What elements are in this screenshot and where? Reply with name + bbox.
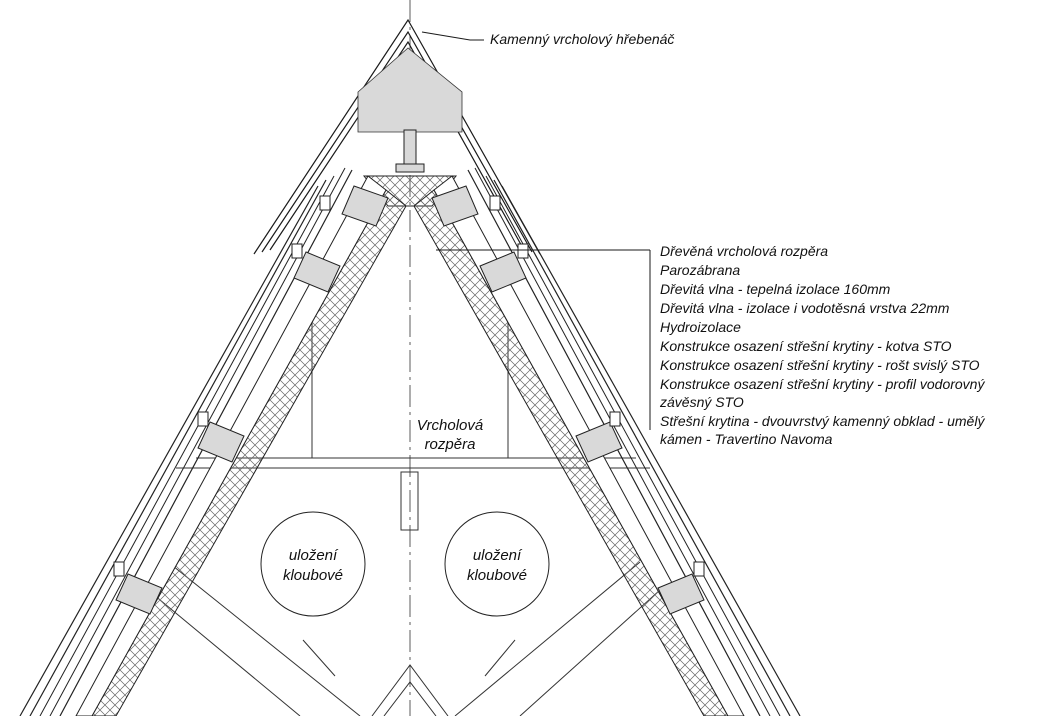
joint-right-label-line1: uložení	[473, 547, 523, 564]
strut-label-line2: rozpěra	[425, 436, 476, 453]
legend-item: Střešní krytina - dvouvrstvý kamenný obk…	[660, 413, 985, 429]
legend-item: Hydroizolace	[660, 319, 741, 335]
hinge-circle-left	[260, 511, 366, 617]
joint-left-label-line2: kloubové	[283, 567, 343, 584]
hinge-circle-right	[444, 511, 550, 617]
strut-label-line1: Vrcholová	[417, 417, 483, 434]
legend-item: Dřevitá vlna - tepelná izolace 160mm	[660, 281, 891, 297]
ridge-strut	[395, 129, 425, 173]
legend-item: kámen - Travertino Navoma	[660, 431, 833, 447]
legend-item: Parozábrana	[660, 262, 740, 278]
legend-item: Konstrukce osazení střešní krytiny - roš…	[660, 357, 980, 373]
legend-item: závěsný STO	[659, 394, 744, 410]
legend-item: Konstrukce osazení střešní krytiny - kot…	[660, 338, 952, 354]
ridge-cap	[253, 18, 541, 255]
legend-item: Konstrukce osazení střešní krytiny - pro…	[660, 376, 985, 392]
layer-legend: Dřevěná vrcholová rozpěra Parozábrana Dř…	[659, 243, 985, 447]
ridge-cap-label: Kamenný vrcholový hřebenáč	[490, 31, 674, 47]
joint-left-label-line1: uložení	[289, 547, 339, 564]
left-slope	[19, 167, 407, 716]
leader-lines	[421, 31, 651, 430]
joint-right-label-line2: kloubové	[467, 567, 527, 584]
legend-item: Dřevitá vlna - izolace i vodotěsná vrstv…	[660, 300, 950, 316]
legend-item: Dřevěná vrcholová rozpěra	[660, 243, 828, 259]
right-slope	[413, 167, 801, 716]
